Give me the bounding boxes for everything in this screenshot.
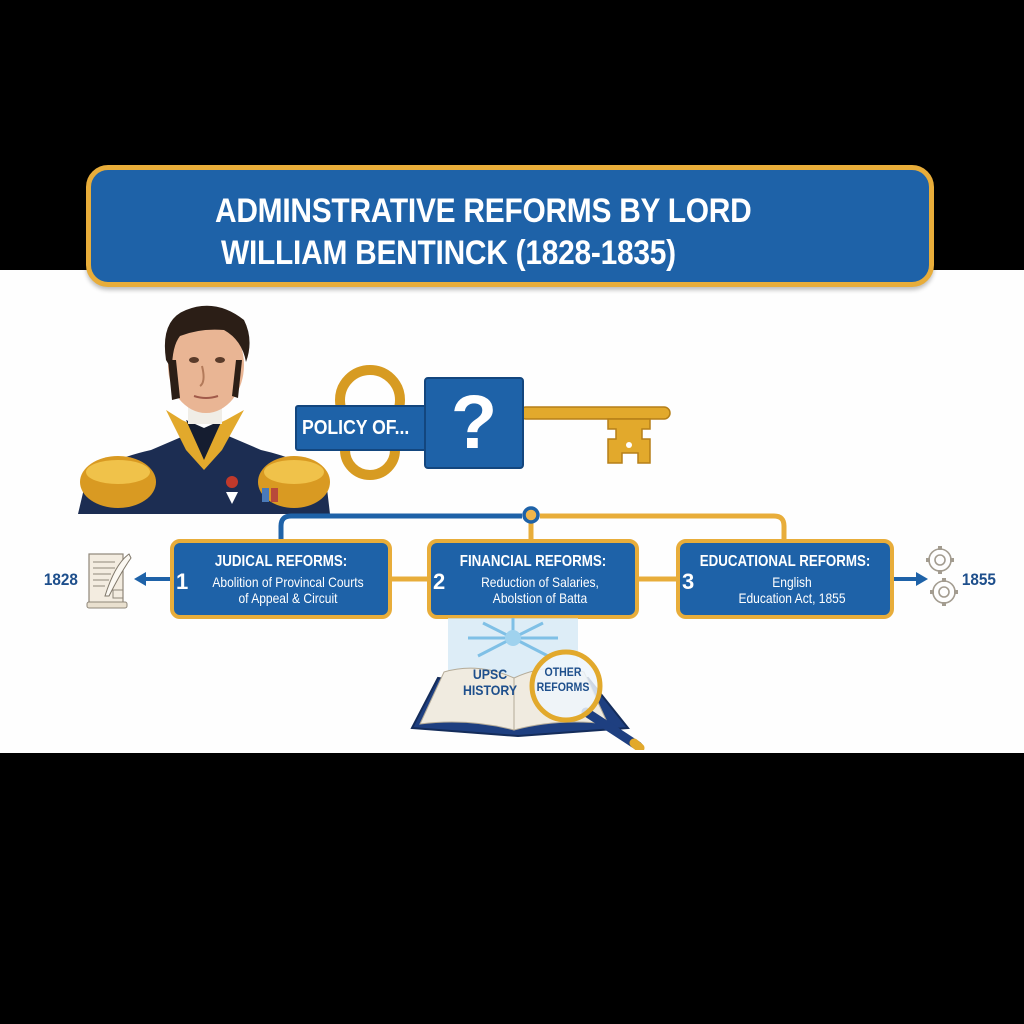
book-label-line-2: HISTORY [462, 682, 518, 698]
reform-description: Abolition of Provincal Courts of Appeal … [202, 574, 374, 606]
reform-desc-line-1: Abolition of Provincal Courts [212, 574, 364, 590]
reform-desc-line-2: Abolstion of Batta [492, 590, 588, 606]
reform-description: Reduction of Salaries, Abolstion of Batt… [458, 574, 621, 606]
reform-card-judicial[interactable]: 1 JUDICAL REFORMS: Abolition of Provinca… [170, 539, 392, 619]
reform-desc-line-1: English [772, 574, 812, 590]
reform-number: 3 [682, 569, 695, 594]
gears-icon [926, 546, 958, 606]
magnifier-label-line-1: OTHER [544, 665, 582, 679]
policy-label: POLICY OF... [295, 405, 445, 451]
title-banner: ADMINSTRATIVE REFORMS BY LORD WILLIAM BE… [86, 165, 934, 287]
title-line-1: ADMINSTRATIVE REFORMS BY LORD [215, 192, 752, 230]
question-mark-box: ? [424, 377, 524, 469]
reform-card-educational[interactable]: 3 EDUCATIONAL REFORMS: English Education… [676, 539, 894, 619]
reform-title: JUDICAL REFORMS: [214, 553, 348, 570]
start-year: 1828 [43, 570, 78, 589]
title-line-2: WILLIAM BENTINCK (1828-1835) [221, 234, 676, 272]
scroll-quill-icon [86, 553, 132, 609]
reform-desc-line-1: Reduction of Salaries, [481, 574, 599, 590]
reform-desc-line-2: Education Act, 1855 [738, 590, 846, 606]
end-year: 1855 [961, 570, 996, 589]
portrait-bentinck [78, 305, 330, 514]
reform-description: English Education Act, 1855 [708, 574, 877, 606]
reform-number: 2 [433, 569, 446, 594]
reform-number: 1 [176, 569, 189, 594]
magnifier-label: OTHER REFORMS [534, 665, 592, 695]
reform-title: FINANCIAL REFORMS: [459, 553, 607, 570]
book-label: UPSC HISTORY [457, 666, 524, 698]
book-label-line-1: UPSC [472, 666, 508, 682]
question-mark-icon: ? [450, 380, 498, 465]
reform-title: EDUCATIONAL REFORMS: [699, 553, 871, 570]
reform-card-financial[interactable]: 2 FINANCIAL REFORMS: Reduction of Salari… [427, 539, 639, 619]
book-magnifier-illustration [410, 618, 645, 750]
magnifier-label-line-2: REFORMS [536, 680, 590, 694]
reform-desc-line-2: of Appeal & Circuit [238, 590, 338, 606]
policy-text: POLICY OF... [302, 417, 410, 439]
